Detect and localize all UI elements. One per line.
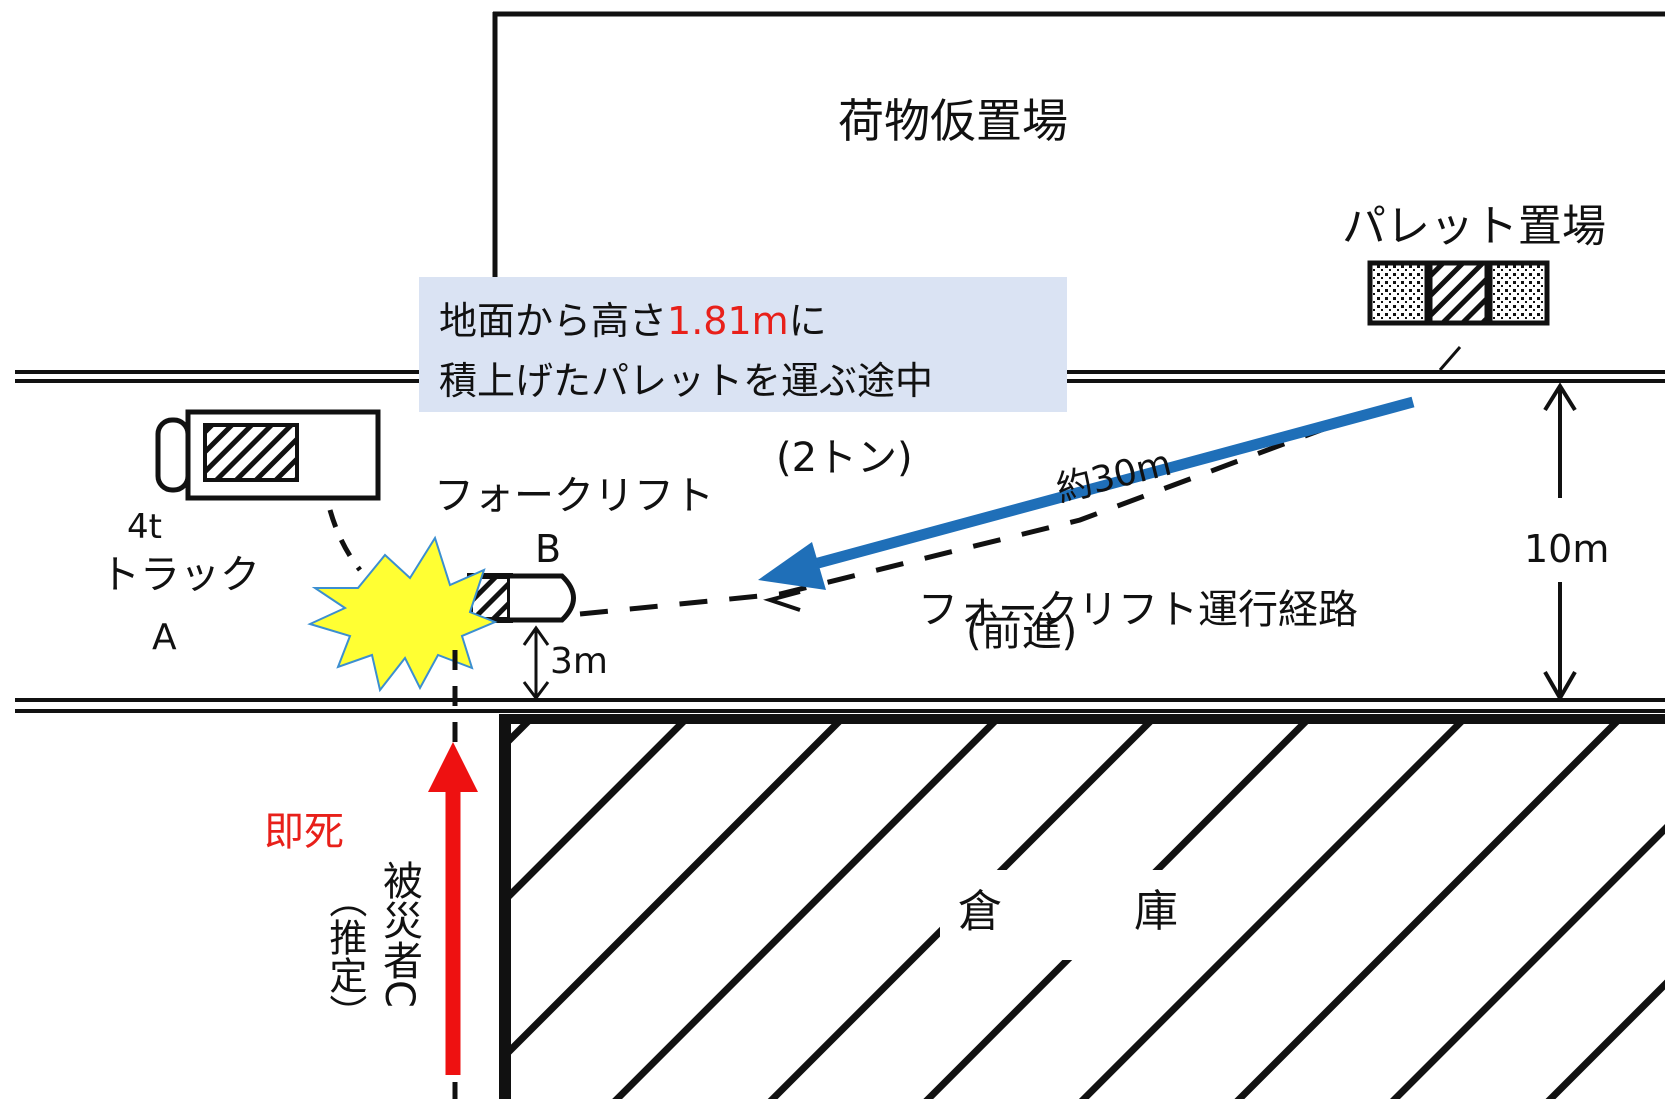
truck-label-2: トラック: [100, 552, 260, 598]
forklift-id: B: [535, 527, 562, 571]
pallet-stacks: [1367, 260, 1550, 371]
route-label: フォークリフト運行経路: [918, 587, 1358, 633]
road-width-dimension: [1543, 382, 1577, 703]
storage-area-label: 荷物仮置場: [838, 94, 1068, 148]
victim-note: （推定）: [322, 880, 367, 1032]
victim-label: 被災者C: [376, 860, 422, 1008]
forklift-name: フォークリフト: [434, 473, 714, 519]
gap-dimension: [522, 625, 550, 701]
pallet-1: [1367, 260, 1430, 326]
pallet-area-label: パレット置場: [1342, 201, 1606, 252]
callout-line-1: 地面から高さ1.81mに: [439, 299, 827, 343]
forklift-direction: (前進): [966, 609, 1078, 655]
truck-label-1: 4t: [127, 507, 162, 547]
forklift-direction-arrow: [758, 396, 1415, 590]
forklift-path: [579, 405, 1381, 617]
road-bottom-edge: [15, 698, 1665, 713]
truck-load: [203, 423, 299, 482]
forklift-weight: (2トン): [776, 435, 913, 481]
truck-a: [155, 409, 381, 572]
pallet-3: [1487, 260, 1550, 326]
pallet-2: [1427, 260, 1490, 326]
distance-label: 約30m: [1052, 443, 1175, 511]
forklift-body: [510, 573, 576, 623]
victim-arrow: [428, 742, 478, 1075]
gap-label: 3m: [550, 641, 608, 682]
callout-line-2: 積上げたパレットを運ぶ途中: [439, 359, 934, 403]
warehouse: [499, 714, 1665, 1099]
outcome-label: 即死: [264, 809, 344, 855]
truck-cab: [155, 417, 191, 493]
callout-box: 地面から高さ1.81mに 積上げたパレットを運ぶ途中: [419, 277, 1067, 412]
truck-label-3: A: [152, 617, 177, 658]
road-width-label: 10m: [1520, 528, 1614, 570]
warehouse-label: 倉 庫: [958, 886, 1178, 937]
collision-burst: [307, 535, 498, 693]
forklift-b: [467, 573, 576, 623]
height-value: 1.81m: [667, 299, 789, 343]
